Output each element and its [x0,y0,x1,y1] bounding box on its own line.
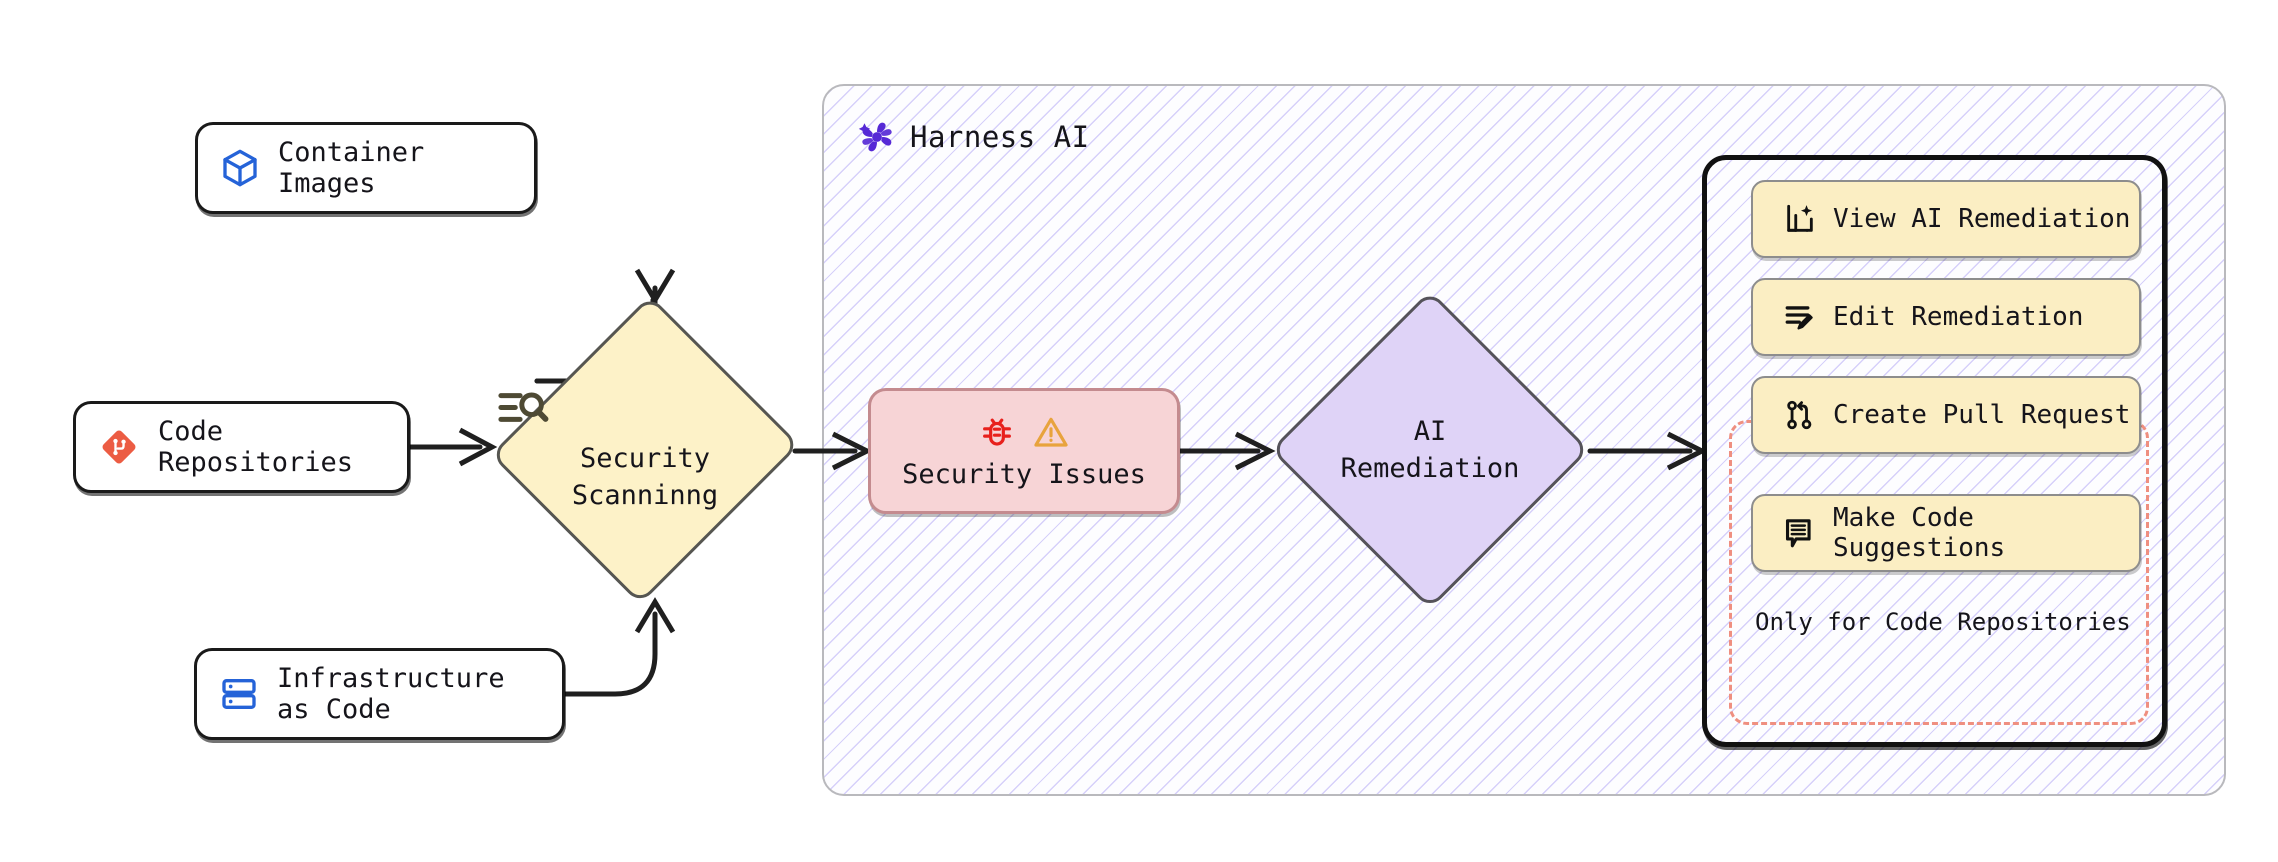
action-edit-remediation[interactable]: Edit Remediation [1751,278,2141,356]
ai-remediation-label-line1: AI [1413,415,1447,447]
git-pull-request-icon [1783,398,1817,432]
node-container-images[interactable]: Container Images [195,122,537,214]
edge-code-repositories-to-scanning [407,427,498,467]
node-code-repositories-label: Code Repositories [158,416,354,478]
edit-pencil-lines-icon [1783,300,1817,334]
security-issues-icon-row [978,413,1070,451]
server-rack-icon [219,674,259,714]
harness-pinwheel-logo [858,118,896,156]
ai-remediation-label: AI Remediation [1341,413,1520,488]
comment-lines-icon [1783,516,1817,550]
harness-ai-group-title: Harness AI [858,118,1090,156]
git-diamond-icon [98,426,140,468]
node-infrastructure-as-code-label: Infrastructure as Code [277,663,505,725]
warning-triangle-icon [1032,413,1070,451]
bug-icon [978,413,1016,451]
ai-sparkle-document-icon [1783,202,1817,236]
node-ai-remediation[interactable]: AI Remediation [1270,290,1590,610]
action-make-code-suggestions[interactable]: Make Code Suggestions [1751,494,2141,572]
remediation-actions-group: View AI Remediation Edit Remediation [1702,155,2167,747]
action-edit-remediation-label: Edit Remediation [1833,302,2084,332]
scan-search-icon [495,386,795,432]
action-create-pull-request[interactable]: Create Pull Request [1751,376,2141,454]
security-issues-label: Security Issues [902,458,1146,490]
action-view-ai-remediation-label: View AI Remediation [1833,204,2131,234]
node-container-images-label: Container Images [278,137,425,199]
harness-ai-group-label: Harness AI [910,120,1090,154]
edge-iac-to-scanning [562,597,676,697]
code-repos-only-subgroup [1729,420,2149,725]
action-create-pull-request-label: Create Pull Request [1833,400,2131,430]
node-infrastructure-as-code[interactable]: Infrastructure as Code [194,648,565,740]
node-security-scanning[interactable]: Security Scanninng [490,290,800,610]
node-code-repositories[interactable]: Code Repositories [73,401,410,493]
node-security-issues[interactable]: Security Issues [868,388,1180,514]
cube-icon [220,148,260,188]
code-repos-only-caption: Only for Code Repositories [1755,608,2131,636]
action-make-code-suggestions-label: Make Code Suggestions [1833,503,2006,563]
security-scanning-label-line2: Scanninng [571,480,719,511]
security-scanning-label: Security Scanninng [495,440,795,515]
action-view-ai-remediation[interactable]: View AI Remediation [1751,180,2141,258]
ai-remediation-label-line2: Remediation [1340,453,1520,484]
security-scanning-label-line1: Security [579,442,711,474]
